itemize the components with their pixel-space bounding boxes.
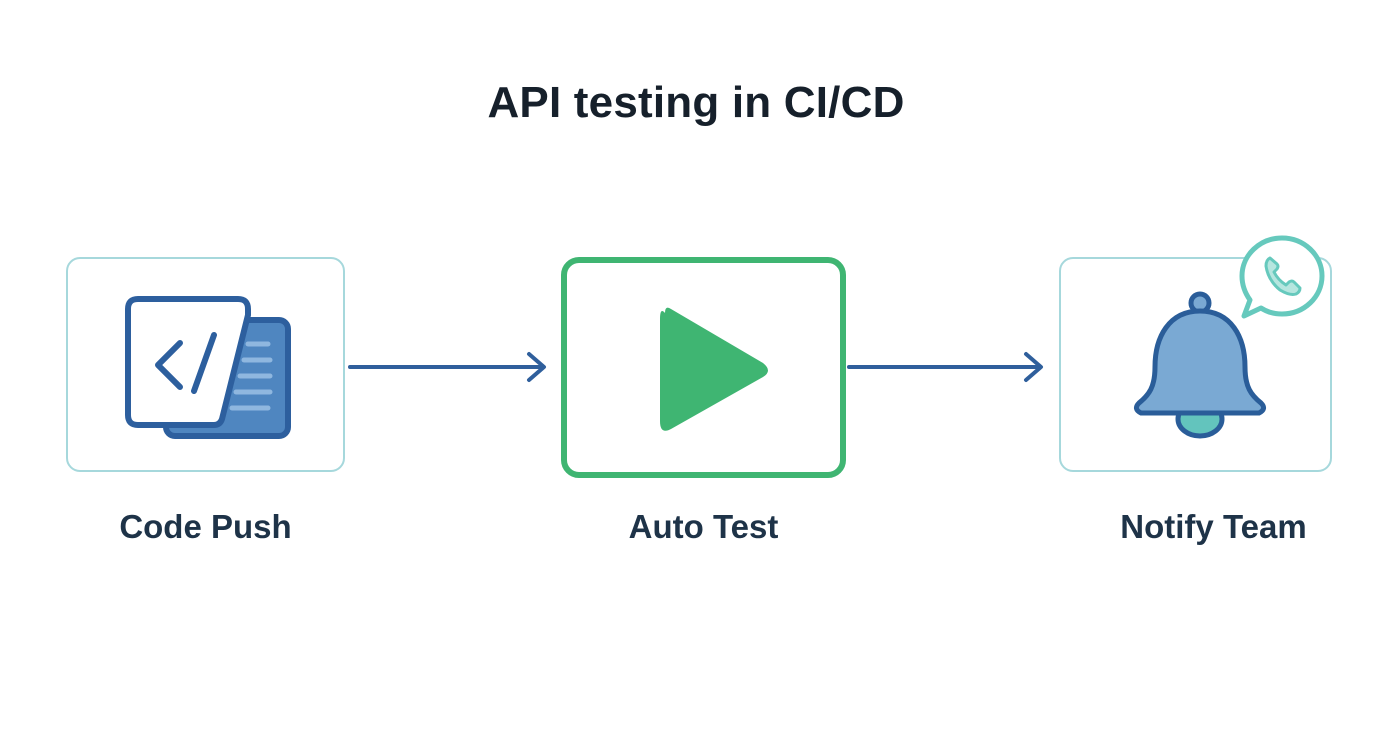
step-notify-team-label: Notify Team — [1120, 508, 1307, 545]
arrow-right-icon — [847, 352, 1043, 382]
step-auto-test-label: Auto Test — [628, 508, 779, 545]
play-icon — [660, 307, 768, 431]
step-auto-test-box — [561, 257, 846, 478]
step-code-push-box — [66, 257, 345, 472]
code-file-icon — [125, 296, 291, 439]
diagram-title: API testing in CI/CD — [487, 78, 905, 127]
bell-icon — [1133, 291, 1267, 439]
arrow-right-icon — [348, 352, 546, 382]
phone-chat-icon — [1239, 235, 1325, 319]
step-code-push-label: Code Push — [119, 508, 292, 545]
